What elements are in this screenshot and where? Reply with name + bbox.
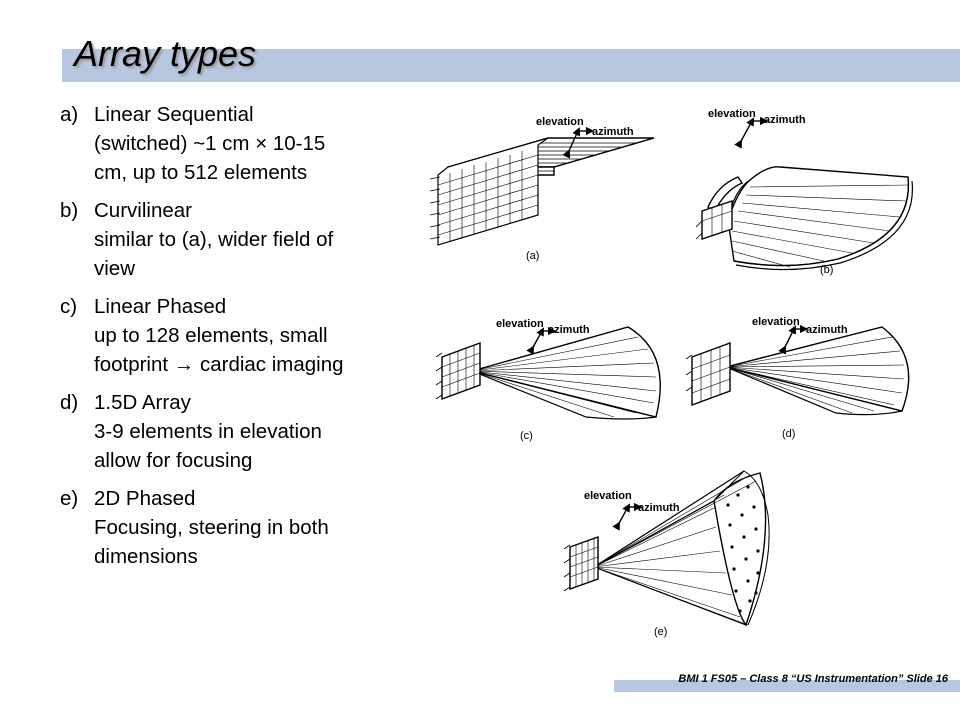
list-item-c: c) Linear Phased up to 128 elements, sma…: [60, 292, 390, 379]
diagram-linear-phased: [435, 326, 661, 420]
azimuth-label: azimuth: [548, 324, 590, 336]
title-bar: [62, 49, 960, 82]
item-text: footprint → cardiac imaging: [94, 353, 344, 376]
item-text: view: [94, 257, 136, 280]
caption-b: (b): [820, 264, 833, 276]
azimuth-label: azimuth: [592, 126, 634, 138]
item-heading: Linear Sequential: [94, 103, 254, 126]
diagram-2d-phased: [563, 470, 770, 627]
elevation-label: elevation: [752, 316, 800, 328]
caption-e: (e): [654, 626, 667, 638]
item-heading: 1.5D Array: [94, 391, 191, 414]
item-marker: d): [60, 391, 79, 414]
azimuth-label: azimuth: [806, 324, 848, 336]
slide-footer: BMI 1 FS05 – Class 8 “US Instrumentation…: [678, 673, 948, 685]
item-text: dimensions: [94, 545, 198, 568]
elevation-arrow: [778, 325, 796, 355]
item-heading: 2D Phased: [94, 487, 196, 510]
item-heading: Curvilinear: [94, 199, 192, 222]
list-item-b: b) Curvilinear similar to (a), wider fie…: [60, 196, 390, 283]
item-marker: a): [60, 103, 79, 126]
elevation-arrow: [612, 503, 631, 531]
azimuth-label: azimuth: [638, 502, 680, 514]
item-marker: e): [60, 487, 79, 510]
item-text: up to 128 elements, small: [94, 324, 328, 347]
caption-a: (a): [526, 250, 539, 262]
item-text: 3-9 elements in elevation: [94, 420, 322, 443]
item-text: cm, up to 512 elements: [94, 161, 308, 184]
elevation-label: elevation: [584, 490, 632, 502]
item-marker: c): [60, 295, 78, 318]
element-dots: [726, 485, 760, 613]
elevation-label: elevation: [708, 108, 756, 120]
caption-c: (c): [520, 430, 533, 442]
elevation-arrow: [734, 117, 755, 149]
elevation-label: elevation: [496, 318, 544, 330]
elevation-arrow: [526, 327, 545, 355]
array-types-list: a) Linear Sequential (switched) ~1 cm × …: [60, 100, 390, 580]
azimuth-label: azimuth: [764, 114, 806, 126]
caption-d: (d): [782, 428, 795, 440]
diagram-curvilinear: [695, 166, 914, 271]
item-text: allow for focusing: [94, 449, 253, 472]
elevation-arrow: [562, 127, 581, 159]
list-item-d: d) 1.5D Array 3-9 elements in elevation …: [60, 388, 390, 475]
list-item-e: e) 2D Phased Focusing, steering in both …: [60, 484, 390, 571]
array-types-figure: elevation azimuth (a) elevation azimuth …: [429, 108, 914, 638]
elevation-label: elevation: [536, 116, 584, 128]
diagram-1-5d-array: [685, 326, 910, 416]
footer-bar: [614, 680, 960, 692]
item-marker: b): [60, 199, 79, 222]
list-item-a: a) Linear Sequential (switched) ~1 cm × …: [60, 100, 390, 187]
diagram-linear-sequential: [429, 137, 655, 246]
item-text: Focusing, steering in both: [94, 516, 329, 539]
item-heading: Linear Phased: [94, 295, 227, 318]
item-text: similar to (a), wider field of: [94, 228, 334, 251]
item-text: (switched) ~1 cm × 10-15: [94, 132, 326, 155]
slide-title: Array types: [74, 33, 257, 74]
